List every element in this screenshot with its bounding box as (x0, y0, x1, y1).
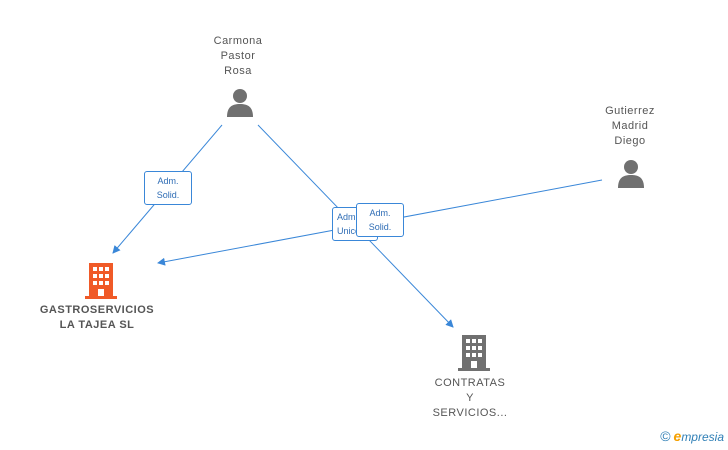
person-label-gutierrez[interactable]: Gutierrez Madrid Diego (580, 104, 680, 149)
company-label-gastroservicios[interactable]: GASTROSERVICIOS LA TAJEA SL (22, 303, 172, 333)
person-name-line: Pastor (220, 50, 256, 62)
person-icon[interactable] (226, 88, 254, 118)
brand-name: mpresia (681, 430, 724, 444)
person-icon[interactable] (617, 159, 645, 189)
company-name-line: CONTRATAS (434, 377, 506, 389)
person-label-carmona[interactable]: Carmona Pastor Rosa (188, 34, 288, 79)
building-icon[interactable] (85, 263, 117, 299)
brand-initial: e (673, 428, 682, 444)
person-name-line: Gutierrez (605, 105, 655, 117)
company-label-contratas[interactable]: CONTRATAS Y SERVICIOS... (410, 376, 530, 421)
company-name-line: GASTROSERVICIOS (39, 304, 155, 316)
copyright-icon: © (660, 428, 671, 444)
relation-badge[interactable]: Adm. Solid. (144, 171, 192, 205)
relation-badge[interactable]: Adm. Solid. (356, 203, 404, 237)
person-name-line: Rosa (224, 65, 252, 77)
company-name-line: LA TAJEA SL (59, 319, 135, 331)
empresia-watermark: ©empresia (660, 428, 724, 444)
person-name-line: Carmona (213, 35, 263, 47)
building-icon[interactable] (458, 335, 490, 371)
company-name-line: Y (466, 392, 474, 404)
person-name-line: Diego (614, 135, 646, 147)
company-name-line: SERVICIOS... (432, 407, 508, 419)
person-name-line: Madrid (611, 120, 649, 132)
